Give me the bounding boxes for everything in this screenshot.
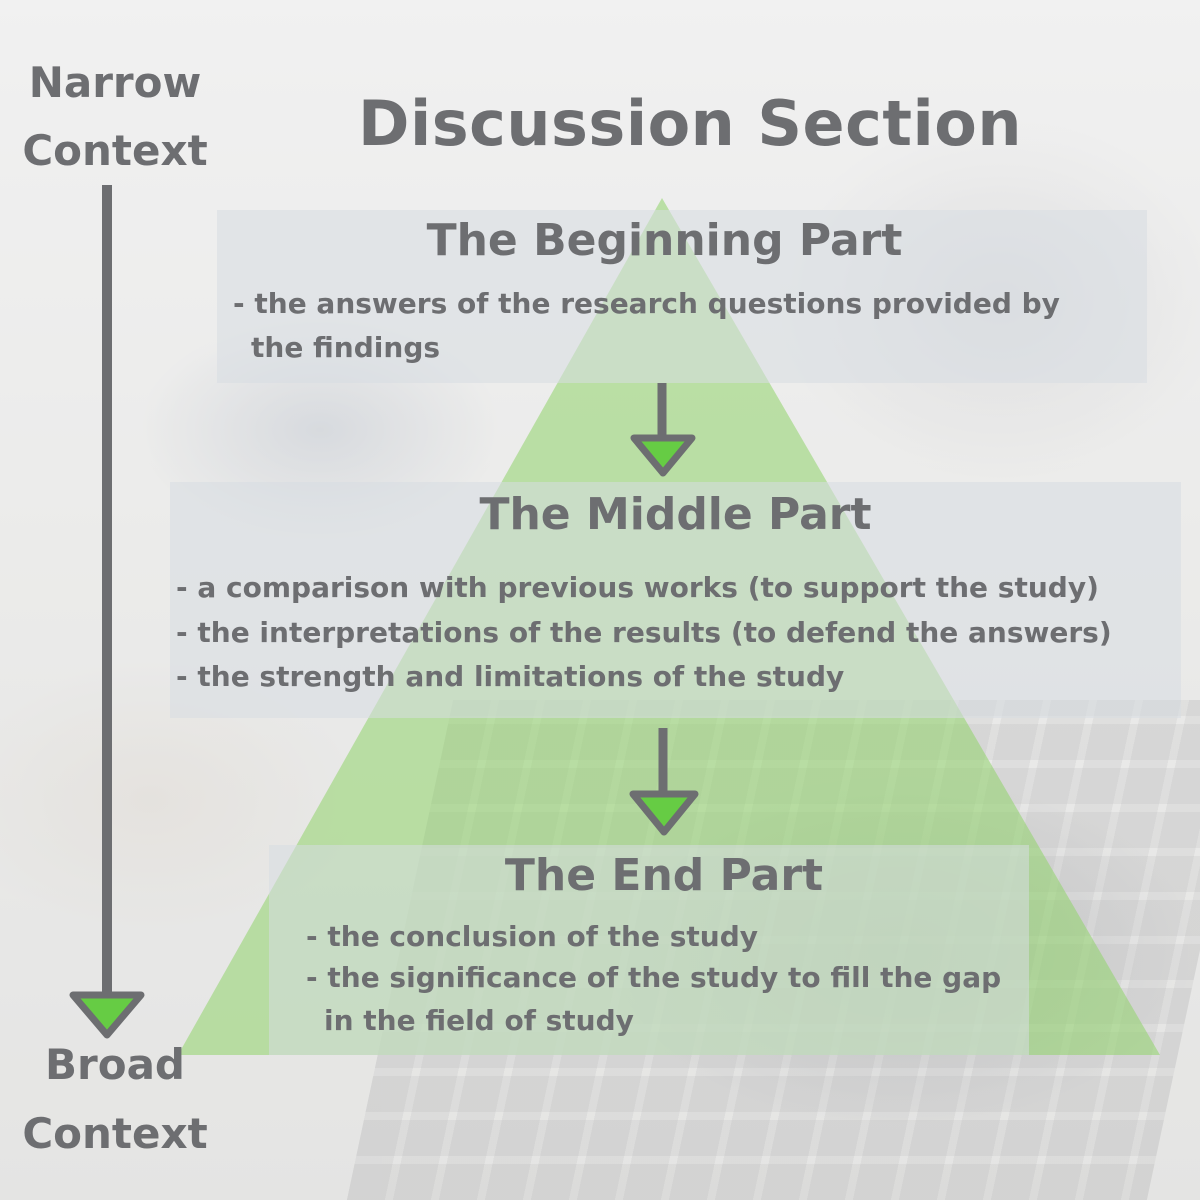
end-part-title: The End Part bbox=[504, 850, 824, 901]
end-part-line: - the significance of the study to fill … bbox=[306, 961, 1002, 994]
beginning-part-line: - the answers of the research questions … bbox=[233, 287, 1060, 320]
axis-top-label-line2: Context bbox=[22, 126, 208, 175]
middle-part-box: The Middle Part - a comparison with prev… bbox=[170, 482, 1181, 718]
beginning-part-line: the findings bbox=[251, 331, 441, 364]
beginning-part-title: The Beginning Part bbox=[426, 215, 903, 266]
end-part-box: The End Part - the conclusion of the stu… bbox=[269, 845, 1029, 1055]
page-title: Discussion Section bbox=[358, 87, 1022, 160]
middle-part-line: - the strength and limitations of the st… bbox=[176, 660, 845, 693]
axis-top-label-line1: Narrow bbox=[28, 58, 202, 107]
axis-bottom-label-line2: Context bbox=[22, 1109, 208, 1158]
middle-part-line: - the interpretations of the results (to… bbox=[176, 616, 1112, 649]
middle-part-line: - a comparison with previous works (to s… bbox=[176, 571, 1099, 604]
axis-bottom-label-line1: Broad bbox=[45, 1040, 185, 1089]
end-part-line: - the conclusion of the study bbox=[306, 920, 759, 953]
down-arrow-middle-to-end bbox=[629, 728, 699, 836]
down-arrow-beginning-to-middle bbox=[630, 383, 696, 477]
middle-part-title: The Middle Part bbox=[479, 489, 872, 540]
beginning-part-box: The Beginning Part - the answers of the … bbox=[217, 210, 1147, 383]
context-axis-arrow bbox=[69, 185, 145, 1039]
end-part-line: in the field of study bbox=[324, 1004, 634, 1037]
